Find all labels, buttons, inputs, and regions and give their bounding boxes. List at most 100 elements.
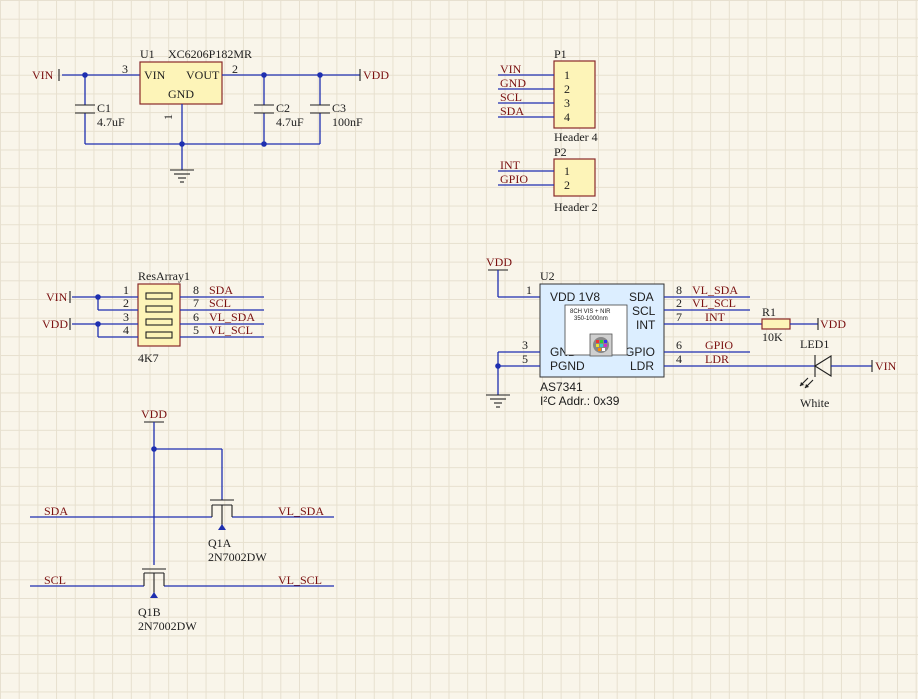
led1-symbol bbox=[799, 355, 832, 389]
q1a-part: 2N7002DW bbox=[208, 550, 267, 564]
resarray-pin-5: 5 bbox=[193, 323, 199, 337]
u2-net-vdd: VDD bbox=[486, 255, 512, 269]
resarray-pin-1: 1 bbox=[123, 283, 129, 297]
p1-pin-2: 2 bbox=[564, 82, 570, 96]
resarray-net-vl-sda: VL_SDA bbox=[209, 310, 255, 324]
u2-net-vl-sda: VL_SDA bbox=[692, 283, 738, 297]
u1-pin-gnd: GND bbox=[168, 87, 194, 101]
resarray-pin-3: 3 bbox=[123, 310, 129, 324]
led1-designator: LED1 bbox=[800, 337, 829, 351]
level-shifter-section: VDD SDA VL_SDA Q1A 2N7002DW SCL VL_SCL bbox=[30, 407, 334, 633]
ground-symbol-u1 bbox=[170, 169, 194, 183]
q1a-designator: Q1A bbox=[208, 536, 232, 550]
c2-value: 4.7uF bbox=[276, 115, 304, 129]
ls-net-scl: SCL bbox=[44, 573, 66, 587]
p2-pin-2: 2 bbox=[564, 178, 570, 192]
u2-part-number: AS7341 bbox=[540, 380, 583, 394]
p2-header-body bbox=[553, 158, 596, 197]
resarray-net-vin: VIN bbox=[46, 290, 68, 304]
resarray-value: 4K7 bbox=[138, 351, 159, 365]
r1-designator: R1 bbox=[762, 305, 776, 319]
u2-net-ldr: LDR bbox=[705, 352, 729, 366]
u2-pin-int: INT bbox=[636, 318, 656, 332]
resarray-body bbox=[137, 283, 181, 347]
c3-value: 100nF bbox=[332, 115, 363, 129]
junction-dot bbox=[179, 141, 185, 147]
p1-header-name: Header 4 bbox=[554, 130, 598, 144]
led1-net-vin: VIN bbox=[875, 359, 897, 373]
u2-pin-num-8: 8 bbox=[676, 283, 682, 297]
junction-dot bbox=[261, 141, 267, 147]
q1b-part: 2N7002DW bbox=[138, 619, 197, 633]
u2-i2c-address: I²C Addr.: 0x39 bbox=[540, 394, 620, 408]
capacitor-c2-symbol bbox=[254, 104, 274, 114]
junction-dot bbox=[82, 72, 88, 78]
p1-header-body bbox=[553, 60, 596, 129]
resarray-pin-4: 4 bbox=[123, 323, 129, 337]
ground-symbol-u2 bbox=[486, 394, 510, 408]
p1-pin-3: 3 bbox=[564, 96, 570, 110]
p1-pin-4: 4 bbox=[564, 110, 570, 124]
junction-dot bbox=[261, 72, 267, 78]
resarray-designator: ResArray1 bbox=[138, 269, 190, 283]
u2-pin-num-5: 5 bbox=[522, 352, 528, 366]
u1-pin-num-3: 3 bbox=[122, 62, 128, 76]
u1-pin-vout: VOUT bbox=[186, 68, 220, 82]
u2-designator: U2 bbox=[540, 269, 555, 283]
mosfet-q1b-symbol bbox=[142, 568, 166, 598]
headers-section: P1 Header 4 VIN GND SCL SDA 1 2 3 4 P2 H… bbox=[498, 47, 598, 214]
u2-pin-num-1: 1 bbox=[526, 283, 532, 297]
chip-label-2: 350-1000nm bbox=[574, 316, 608, 322]
p1-net-4: SDA bbox=[500, 104, 524, 118]
r1-net-vdd: VDD bbox=[820, 317, 846, 331]
junction-dot bbox=[95, 294, 101, 300]
u2-pin-ldr: LDR bbox=[630, 359, 654, 373]
led1-value: White bbox=[800, 396, 829, 410]
junction-dot bbox=[495, 363, 501, 369]
resarray-pin-8: 8 bbox=[193, 283, 199, 297]
resarray-net-sda: SDA bbox=[209, 283, 233, 297]
r1-value: 10K bbox=[762, 330, 783, 344]
net-label-vin: VIN bbox=[32, 68, 54, 82]
ls-net-vdd: VDD bbox=[141, 407, 167, 421]
chip-label-1: 8CH VIS + NIR bbox=[570, 309, 611, 315]
p2-header-name: Header 2 bbox=[554, 200, 598, 214]
c1-value: 4.7uF bbox=[97, 115, 125, 129]
ls-net-vl-scl: VL_SCL bbox=[278, 573, 322, 587]
p2-designator: P2 bbox=[554, 145, 567, 159]
p1-net-2: GND bbox=[500, 76, 526, 90]
u2-pin-num-7: 7 bbox=[676, 310, 682, 324]
p1-pin-1: 1 bbox=[564, 68, 570, 82]
c3-designator: C3 bbox=[332, 101, 346, 115]
sensor-chip-graphic: 8CH VIS + NIR 350-1000nm bbox=[564, 304, 628, 357]
p1-designator: P1 bbox=[554, 47, 567, 61]
u2-pin-pgnd: PGND bbox=[550, 359, 585, 373]
sensor-section: VDD 1 U2 VDD 1V8 SDA SCL INT GND PGND GP… bbox=[486, 255, 897, 410]
p2-net-2: GPIO bbox=[500, 172, 528, 186]
res-array-section: ResArray1 4K7 VIN VDD 1 2 3 4 8 7 6 5 SD… bbox=[42, 269, 264, 365]
u1-part-number: XC6206P182MR bbox=[168, 47, 252, 61]
mosfet-q1a-symbol bbox=[210, 499, 234, 530]
u1-pin-num-2: 2 bbox=[232, 62, 238, 76]
p1-net-1: VIN bbox=[500, 62, 522, 76]
resarray-pin-6: 6 bbox=[193, 310, 199, 324]
resistor-r1-body bbox=[761, 318, 791, 330]
u2-pin-sda: SDA bbox=[629, 290, 654, 304]
c2-designator: C2 bbox=[276, 101, 290, 115]
q1b-designator: Q1B bbox=[138, 605, 161, 619]
u2-net-vl-scl: VL_SCL bbox=[692, 296, 736, 310]
net-label-vdd: VDD bbox=[363, 68, 389, 82]
junction-dot bbox=[317, 72, 323, 78]
ls-net-sda: SDA bbox=[44, 504, 68, 518]
junction-dot bbox=[95, 321, 101, 327]
u2-pin-scl: SCL bbox=[632, 304, 656, 318]
u1-regulator-body bbox=[139, 61, 223, 105]
p2-pin-1: 1 bbox=[564, 164, 570, 178]
ls-net-vl-sda: VL_SDA bbox=[278, 504, 324, 518]
resarray-pin-7: 7 bbox=[193, 296, 199, 310]
p2-net-1: INT bbox=[500, 158, 521, 172]
u1-pin-num-1: 1 bbox=[161, 114, 175, 120]
u2-pin-num-4: 4 bbox=[676, 352, 682, 366]
